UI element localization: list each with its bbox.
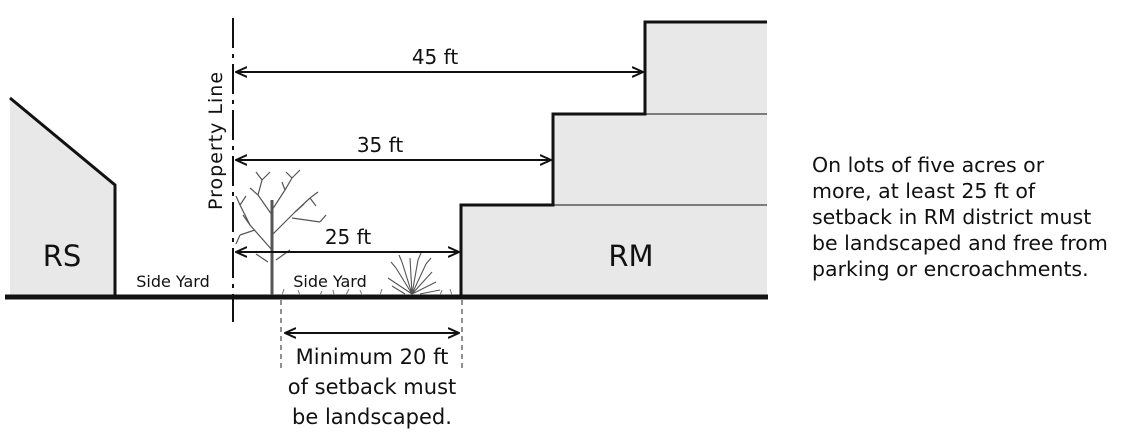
rm-building bbox=[461, 22, 767, 297]
note-line-5: parking or encroachments. bbox=[812, 257, 1089, 281]
property-line-label: Property Line bbox=[205, 71, 227, 210]
dimension-35-label: 35 ft bbox=[357, 133, 403, 157]
shrub-icon bbox=[387, 252, 441, 295]
min-setback-line-3: be landscaped. bbox=[292, 405, 452, 429]
note-line-1: On lots of five acres or bbox=[812, 153, 1045, 177]
note-line-3: setback in RM district must bbox=[812, 205, 1092, 229]
side-yard-right-label: Side Yard bbox=[293, 272, 367, 291]
landscaping-note: On lots of five acres or more, at least … bbox=[812, 152, 1132, 282]
rs-building-outline bbox=[9, 96, 117, 297]
min-setback-line-2: of setback must bbox=[288, 375, 457, 399]
rm-label: RM bbox=[608, 239, 653, 273]
dimension-45-label: 45 ft bbox=[412, 45, 458, 69]
rm-building-outline bbox=[459, 20, 767, 297]
tree-icon bbox=[235, 169, 327, 295]
side-yard-left-label: Side Yard bbox=[136, 272, 210, 291]
grass-icon bbox=[281, 288, 453, 296]
dimension-25-label: 25 ft bbox=[325, 225, 371, 249]
min-setback-line-1: Minimum 20 ft bbox=[296, 345, 449, 369]
note-line-4: be landscaped and free from bbox=[812, 231, 1108, 255]
note-line-2: more, at least 25 ft of bbox=[812, 179, 1036, 203]
rs-label: RS bbox=[43, 239, 82, 273]
rs-building bbox=[10, 98, 115, 297]
